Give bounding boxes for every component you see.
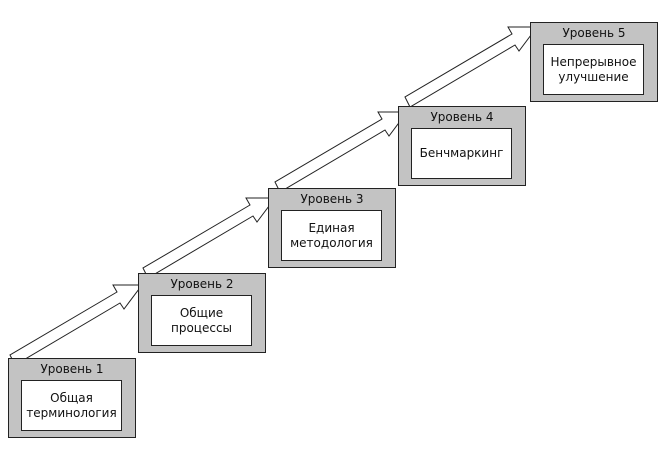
level-5-title: Уровень 5 <box>562 26 626 40</box>
level-3: Уровень 3 Единая методология <box>268 188 396 268</box>
level-4-box: Бенчмаркинг <box>411 128 512 179</box>
level-3-box: Единая методология <box>281 210 382 261</box>
level-5: Уровень 5 Непрерывное улучшение <box>530 22 658 102</box>
level-2-box: Общие процессы <box>151 295 252 346</box>
level-4-title: Уровень 4 <box>430 110 494 124</box>
level-3-title: Уровень 3 <box>300 192 364 206</box>
arrow-4-5 <box>404 26 538 108</box>
arrow-1-2 <box>9 284 143 366</box>
level-2-title: Уровень 2 <box>170 277 234 291</box>
arrow-3-4 <box>274 111 408 193</box>
level-4: Уровень 4 Бенчмаркинг <box>398 106 526 186</box>
level-1: Уровень 1 Общая терминология <box>8 358 136 438</box>
level-1-title: Уровень 1 <box>40 362 104 376</box>
level-1-box: Общая терминология <box>21 380 122 431</box>
level-2: Уровень 2 Общие процессы <box>138 273 266 353</box>
arrow-2-3 <box>142 197 276 279</box>
level-5-box: Непрерывное улучшение <box>543 44 644 95</box>
